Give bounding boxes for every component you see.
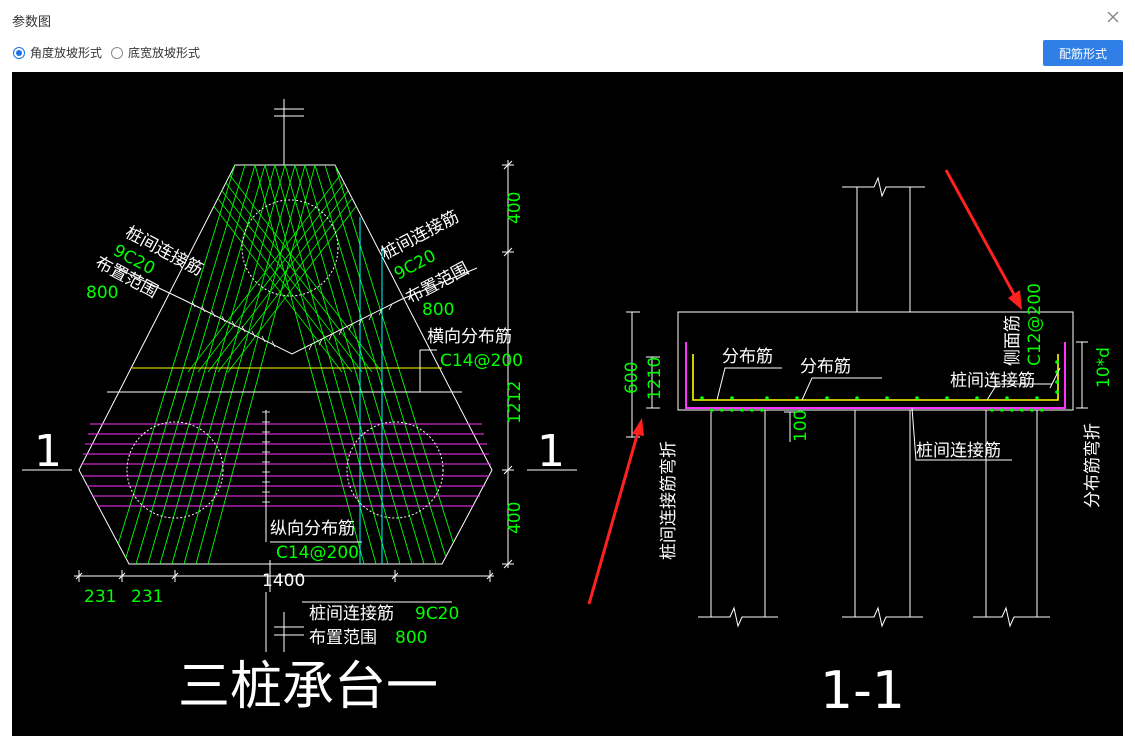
title-bar: 参数图	[0, 0, 1135, 38]
connect-label-top: 桩间连接筋	[950, 371, 1035, 391]
radio-unchecked-icon	[111, 46, 123, 59]
angle-slope-radio[interactable]: 角度放坡形式	[13, 44, 102, 61]
longitudinal-label: 纵向分布筋	[270, 519, 355, 539]
dim-231-b: 231	[131, 587, 163, 607]
bottom-connect-spec: 9C20	[415, 604, 459, 624]
center-axis	[22, 99, 577, 652]
dim-1212: 1212	[505, 381, 525, 424]
plan-range-value-right: 800	[422, 300, 454, 320]
pile-outlines	[698, 410, 1050, 628]
plan-range-value-left: 800	[86, 283, 118, 303]
longitudinal-spec: C14@200	[276, 543, 359, 563]
bottom-connect-label: 桩间连接筋	[309, 604, 394, 624]
plan-view: 桩间连接筋 布置范围 桩间连接筋 布置范围 横向分布筋 纵向分布筋 桩间连接筋 …	[22, 99, 577, 717]
connect-bend-label: 桩间连接筋弯折	[659, 441, 679, 560]
pile-circle-left	[126, 421, 224, 519]
slope-options: 角度放坡形式 底宽放坡形式	[0, 38, 1135, 70]
angle-slope-label: 角度放坡形式	[30, 46, 103, 60]
window-title: 参数图	[12, 15, 52, 30]
side-rebar-label: 侧面筋	[1003, 315, 1023, 366]
dim-10d: 10*d	[1094, 347, 1114, 388]
range-ticks	[191, 300, 393, 503]
distribution-bend-label: 分布筋弯折	[1083, 423, 1103, 508]
column-outline	[842, 176, 925, 312]
leader-lines	[116, 267, 478, 603]
red-annotation-arrows	[587, 169, 1022, 605]
dim-100: 100	[791, 410, 811, 442]
rebar-form-button[interactable]: 配筋形式	[1043, 40, 1123, 66]
dim-1400: 1400	[262, 571, 305, 591]
pile-circle-right	[346, 421, 444, 519]
radio-checked-icon	[13, 46, 25, 59]
width-slope-label: 底宽放坡形式	[128, 46, 201, 60]
bottom-range-value: 800	[395, 628, 427, 648]
width-slope-radio[interactable]: 底宽放坡形式	[111, 44, 200, 61]
transverse-label: 横向分布筋	[427, 327, 512, 347]
dim-600: 600	[622, 362, 642, 394]
vertical-dimension	[502, 160, 514, 569]
section-leaders	[716, 367, 1061, 461]
side-rebar-spec: C12@200	[1025, 283, 1045, 366]
section-mark-right: 1	[537, 426, 565, 477]
cap-section-outline	[677, 311, 1074, 411]
connect-label-bottom: 桩间连接筋	[916, 441, 1001, 461]
distribution-label-2: 分布筋	[800, 357, 851, 377]
cad-drawing: 桩间连接筋 布置范围 桩间连接筋 布置范围 横向分布筋 纵向分布筋 桩间连接筋 …	[22, 99, 1114, 738]
parameter-drawing-canvas: 桩间连接筋 布置范围 桩间连接筋 布置范围 横向分布筋 纵向分布筋 桩间连接筋 …	[12, 72, 1123, 738]
close-icon[interactable]	[1105, 9, 1121, 25]
horizontal-dimension	[74, 570, 494, 582]
plan-caption: 三桩承台一	[178, 657, 438, 717]
dim-231-a: 231	[84, 587, 116, 607]
bottom-range-label: 布置范围	[309, 628, 377, 648]
dim-400-bottom: 400	[505, 502, 525, 534]
dim-400-top: 400	[505, 192, 525, 224]
dim-1210: 1210	[645, 357, 665, 400]
section-mark-left: 1	[34, 426, 62, 477]
longitudinal-rebar-lines	[81, 423, 491, 507]
connect-rebar-section	[685, 342, 1066, 409]
connect-rebar-bundle-left	[111, 165, 316, 564]
section-view: 分布筋 分布筋 桩间连接筋 桩间连接筋 侧面筋 桩间连接筋弯折 分布筋弯折 C1…	[587, 169, 1114, 738]
section-caption: 1-1	[820, 661, 905, 721]
distribution-label-1: 分布筋	[722, 347, 773, 367]
distribution-rebar-section	[692, 354, 1059, 401]
transverse-spec: C14@200	[440, 351, 523, 371]
pile-circle-top	[241, 199, 339, 297]
